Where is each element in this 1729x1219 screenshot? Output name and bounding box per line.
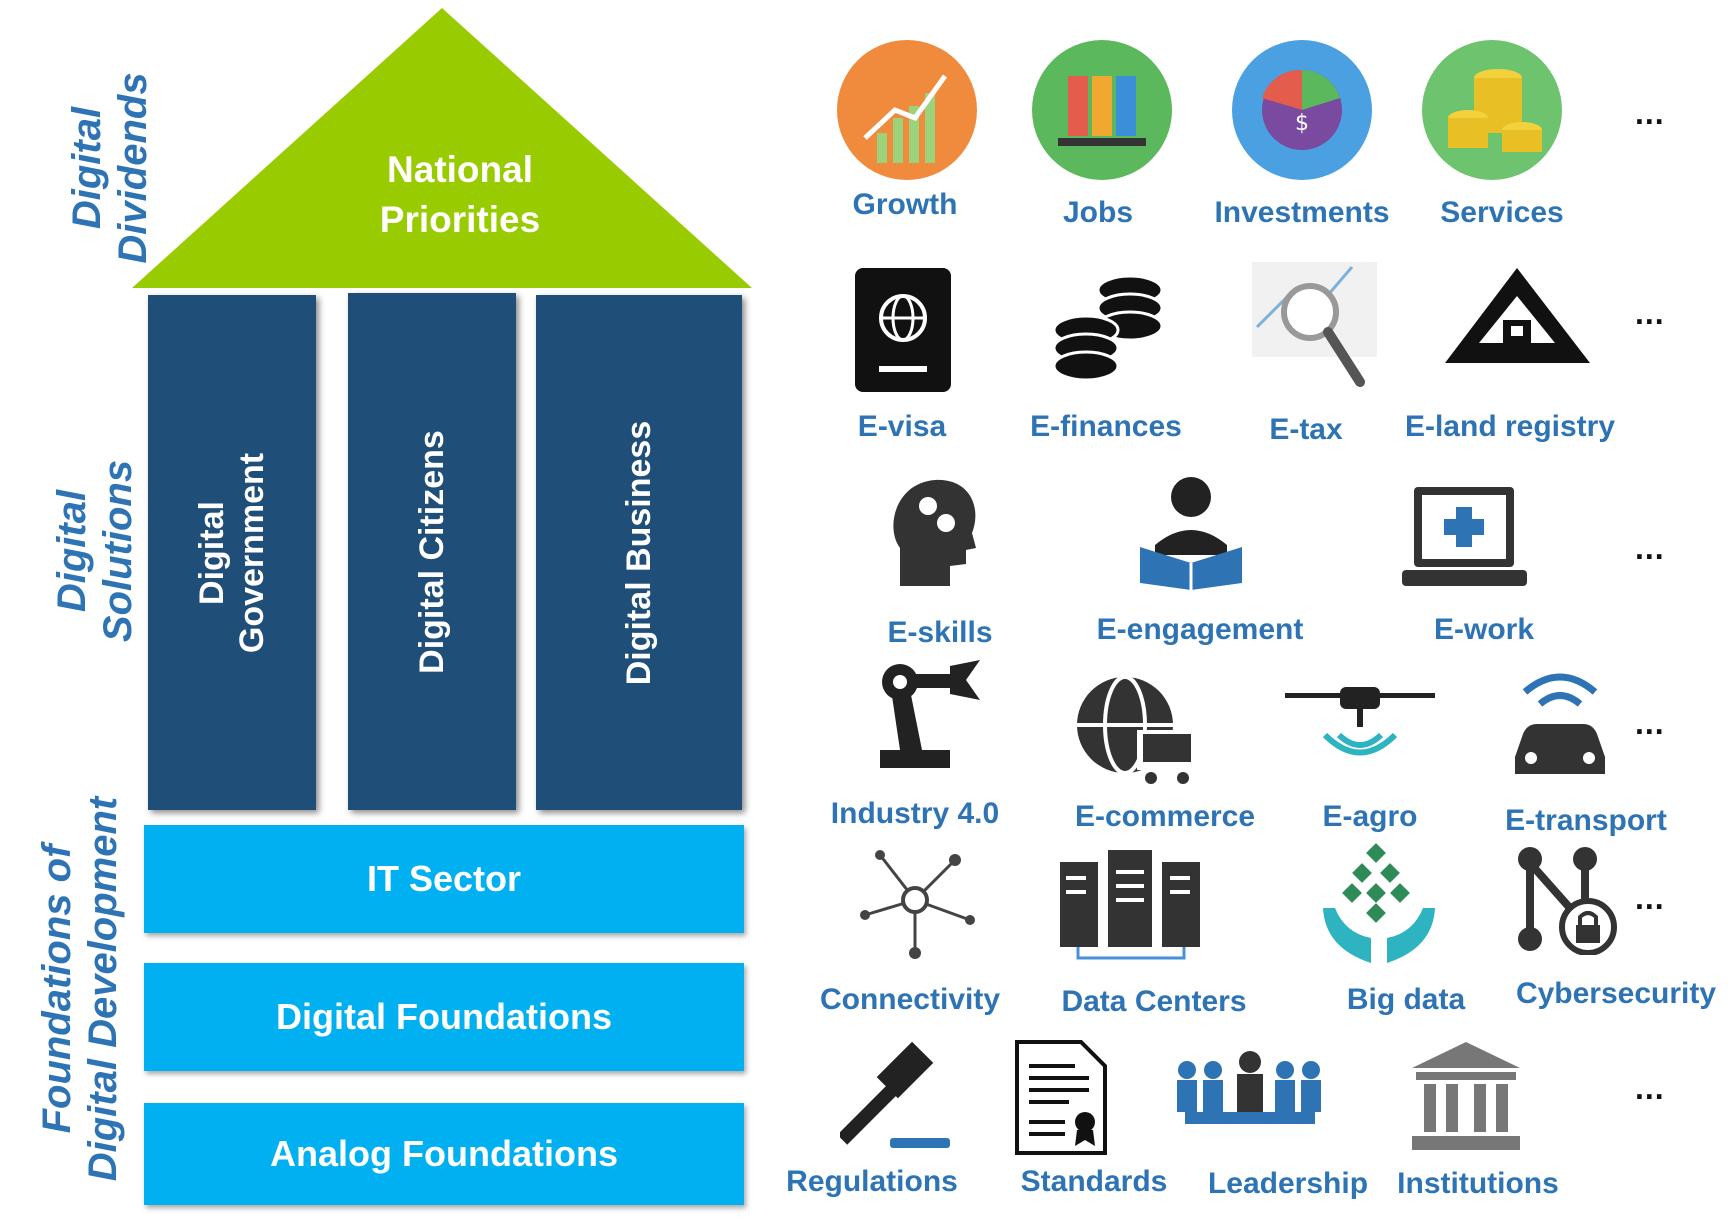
big-data-hands-icon [1323, 843, 1435, 963]
jobs-icon [1032, 40, 1172, 180]
label-e-finances: E-finances [1030, 410, 1182, 443]
more-row-2: ... [1635, 295, 1665, 331]
label-investments: Investments [1214, 196, 1390, 229]
growth-icon [837, 40, 977, 180]
pillar-digital-business: Digital Business [536, 295, 742, 810]
skills-head-gears-icon [893, 479, 976, 586]
services-icon [1422, 40, 1562, 180]
national-priorities-roof [132, 8, 752, 288]
label-e-work: E-work [1433, 613, 1535, 646]
more-row-1: ... [1635, 95, 1665, 131]
label-leadership: Leadership [1207, 1167, 1369, 1200]
data-center-servers-icon [1060, 850, 1200, 960]
label-connectivity: Connectivity [819, 983, 1001, 1016]
tax-magnifier-icon [1252, 262, 1377, 387]
more-row-3: ... [1635, 530, 1665, 566]
laptop-medical-icon [1402, 487, 1527, 586]
more-row-4: ... [1635, 705, 1665, 741]
label-e-engagement: E-engagement [1096, 613, 1304, 646]
label-regulations: Regulations [786, 1165, 958, 1198]
label-e-agro: E-agro [1322, 800, 1418, 833]
label-e-visa: E-visa [857, 410, 947, 443]
label-e-transport: E-transport [1505, 804, 1667, 837]
land-registry-house-icon [1445, 268, 1590, 363]
label-standards: Standards [1020, 1165, 1168, 1198]
passport-icon [855, 268, 951, 392]
foundation-analog-foundations: Analog Foundations [144, 1103, 744, 1205]
cybersecurity-lock-icon [1518, 847, 1617, 955]
network-nodes-icon [860, 850, 975, 959]
label-services: Services [1440, 196, 1564, 229]
label-cybersecurity: Cybersecurity [1515, 977, 1717, 1010]
label-industry-4-0: Industry 4.0 [830, 797, 1000, 830]
drone-icon [1285, 687, 1435, 756]
label-e-commerce: E-commerce [1074, 800, 1256, 833]
label-e-land-registry: E-land registry [1404, 410, 1616, 443]
label-institutions: Institutions [1397, 1167, 1559, 1200]
investments-icon: $ [1232, 40, 1372, 180]
reader-person-icon [1140, 477, 1242, 590]
institution-building-icon [1412, 1042, 1520, 1150]
pillar-digital-citizens: Digital Citizens [348, 293, 516, 810]
svg-text:$: $ [1295, 111, 1309, 136]
label-growth: Growth [852, 188, 958, 221]
label-e-tax: E-tax [1269, 413, 1343, 446]
coins-stack-icon [1052, 274, 1164, 380]
foundation-digital-foundations: Digital Foundations [144, 963, 744, 1071]
label-jobs: Jobs [1062, 196, 1134, 229]
robot-arm-icon [880, 660, 980, 768]
gavel-icon [840, 1041, 950, 1148]
label-e-skills: E-skills [887, 616, 993, 649]
more-row-6: ... [1635, 1070, 1665, 1106]
foundation-it-sector: IT Sector [144, 825, 744, 933]
certificate-document-icon [1015, 1040, 1107, 1155]
label-big-data: Big data [1346, 983, 1466, 1016]
leadership-meeting-icon [1177, 1051, 1321, 1124]
more-row-5: ... [1635, 880, 1665, 916]
connected-car-icon [1515, 673, 1605, 774]
label-data-centers: Data Centers [1061, 985, 1247, 1018]
ecommerce-globe-cart-icon [1077, 675, 1197, 784]
